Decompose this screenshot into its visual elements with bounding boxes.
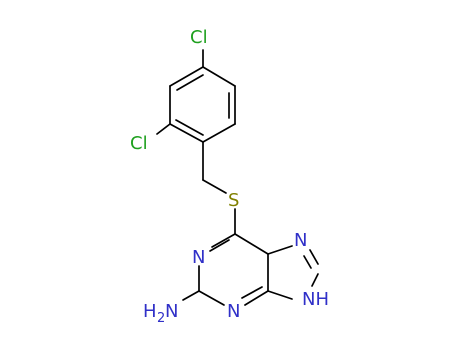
nh-atom-n9: NH — [302, 289, 329, 310]
nitrogen-atom-n1: N — [192, 247, 205, 268]
chlorine-atom-left: Cl — [130, 133, 148, 154]
sulfur-atom: S — [228, 190, 239, 211]
pyrimidine-ring — [182, 233, 269, 306]
benzene-ring — [169, 66, 236, 143]
nitrogen-atom-n7: N — [294, 230, 307, 251]
chlorine-atom-top: Cl — [190, 27, 208, 48]
c-cl-left-bond — [156, 123, 171, 135]
amine-subscript: 2 — [157, 311, 165, 326]
imidazole-ring — [267, 245, 319, 300]
amine-nitrogen: N — [165, 301, 178, 322]
amine-hydrogen: H — [143, 301, 157, 322]
nitrogen-atom-n3: N — [227, 301, 240, 322]
ch2-s-bond — [202, 179, 227, 194]
amine-group: H 2 N — [143, 301, 178, 326]
